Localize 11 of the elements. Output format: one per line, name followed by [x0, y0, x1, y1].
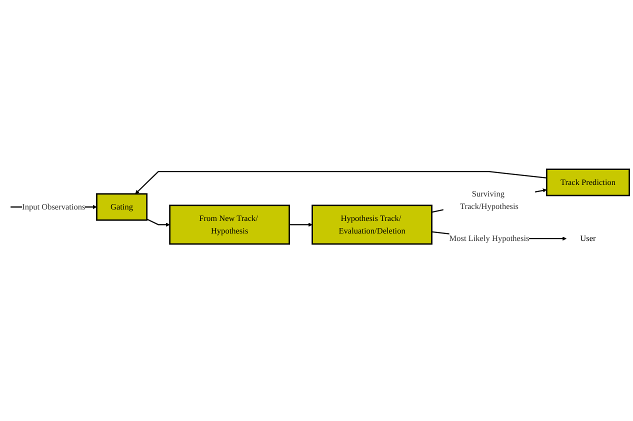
edge-label: Surviving Track/Hypothesis	[460, 189, 518, 211]
arrow	[135, 171, 547, 194]
node-box: Track Prediction	[546, 168, 630, 196]
node-box: Hypothesis Track/ Evaluation/Deletion	[312, 204, 432, 245]
node-box: From New Track/ Hypothesis	[169, 204, 290, 245]
arrow	[289, 222, 312, 227]
node-text: User	[580, 234, 596, 243]
node-box: Gating	[96, 193, 148, 221]
edge-label: Input Observations	[22, 202, 86, 212]
arrow	[146, 218, 170, 227]
edge-label: Most Likely Hypothesis	[449, 234, 530, 243]
